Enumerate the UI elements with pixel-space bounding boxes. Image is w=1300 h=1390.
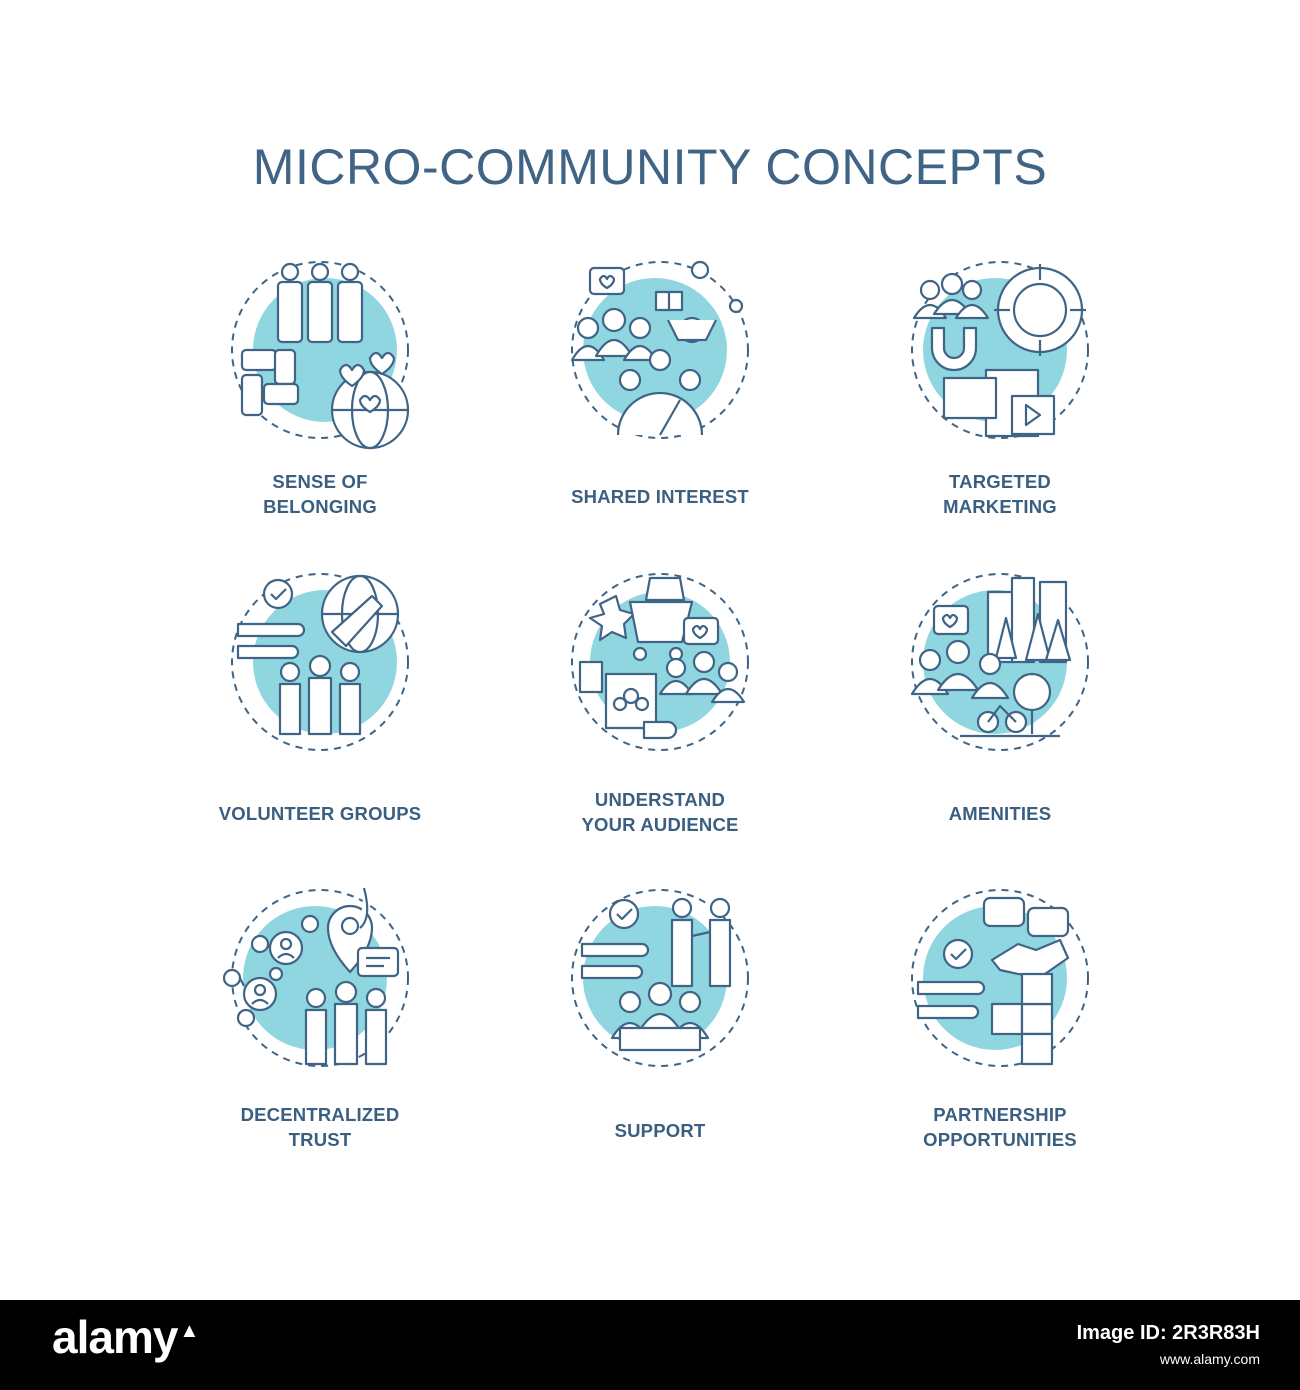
image-id: Image ID: 2R3R83H bbox=[1076, 1322, 1260, 1344]
label-volunteer-groups: VOLUNTEER GROUPS bbox=[218, 803, 422, 824]
decentralized-trust-icon bbox=[220, 878, 420, 1078]
label-shared-interest: SHARED INTEREST bbox=[571, 486, 749, 507]
page-title: MICRO-COMMUNITY CONCEPTS bbox=[252, 139, 1048, 195]
support-icon bbox=[560, 878, 760, 1078]
site-url: www.alamy.com bbox=[1159, 1351, 1260, 1367]
logo-triangle-icon: ▲ bbox=[179, 1319, 199, 1342]
amenities-icon bbox=[900, 562, 1100, 762]
label-support: SUPPORT bbox=[614, 1120, 706, 1141]
alamy-logo: alamy▲ bbox=[52, 1311, 199, 1363]
sense-of-belonging-icon bbox=[220, 250, 420, 450]
volunteer-groups-icon bbox=[220, 562, 420, 762]
label-amenities: AMENITIES bbox=[948, 803, 1052, 824]
watermark-meta: Image ID: 2R3R83H www.alamy.com bbox=[1077, 1320, 1260, 1372]
shared-interest-icon bbox=[560, 250, 760, 450]
understand-audience-icon bbox=[560, 562, 760, 762]
targeted-marketing-icon bbox=[900, 250, 1100, 450]
partnership-opportunities-icon bbox=[900, 878, 1100, 1078]
watermark-bar bbox=[0, 1300, 1300, 1390]
